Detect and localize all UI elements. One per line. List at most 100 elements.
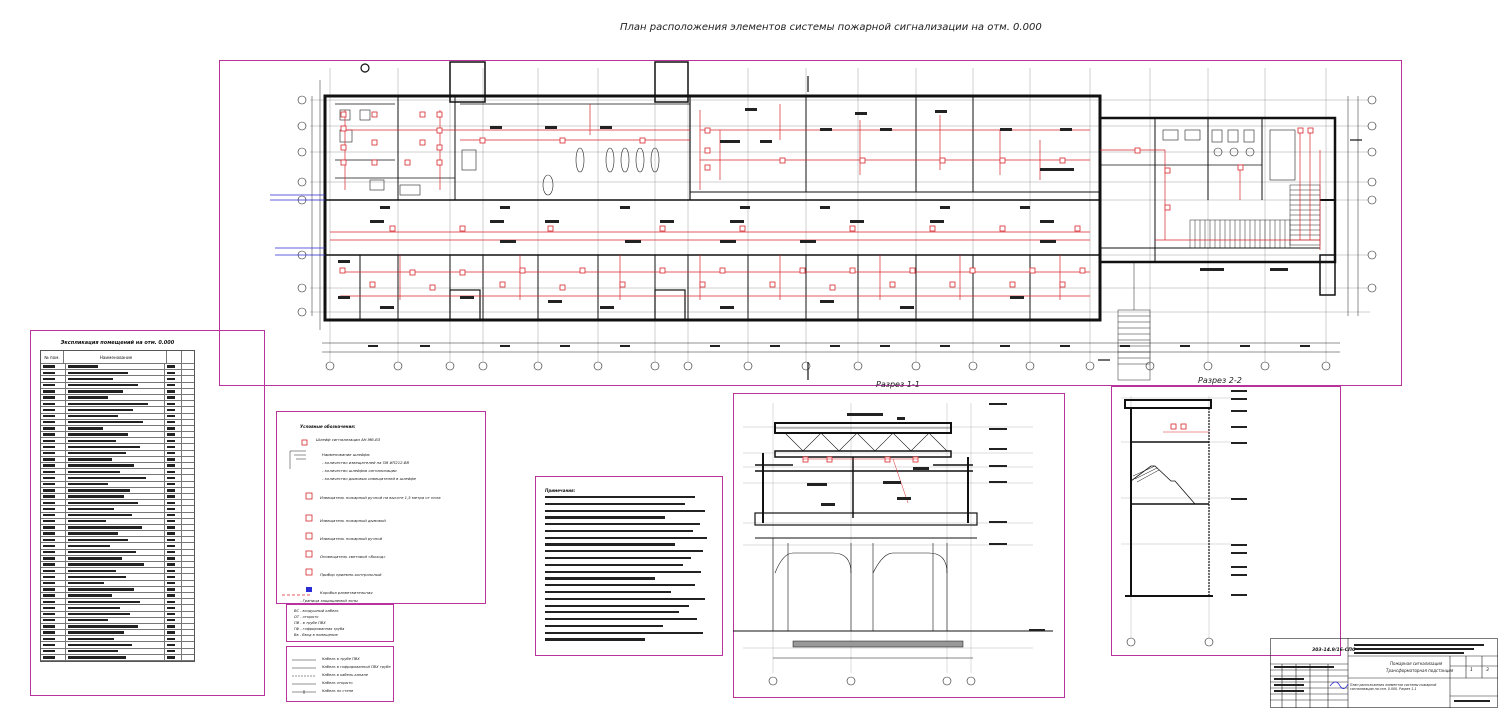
- explication-row: [41, 481, 194, 488]
- explication-row: [41, 376, 194, 383]
- note-line: [545, 502, 685, 505]
- note-line: [545, 516, 665, 519]
- note-line: [545, 618, 697, 621]
- line-legend-item: Кабель в гофрированной ПВХ трубе: [322, 665, 391, 669]
- grid-axes: [310, 68, 1370, 370]
- explication-row: [41, 636, 194, 643]
- explication-row: [41, 623, 194, 631]
- section-2-drawing: [1121, 390, 1247, 647]
- alarm-wiring: [330, 104, 1321, 300]
- explication-row: [41, 574, 194, 581]
- explication-row: [41, 407, 194, 414]
- note-line: [545, 509, 705, 512]
- explication-row: [41, 463, 194, 470]
- explication-row: [41, 512, 194, 519]
- note-line: [545, 570, 701, 573]
- stamp-sheet: 1: [1470, 668, 1473, 673]
- legend-item: Извещатель пожарный ручной на высоте 1,5…: [320, 495, 441, 500]
- explication-row: [41, 531, 194, 538]
- section-1-title: Разрез 1-1: [876, 380, 920, 389]
- external-cables: [270, 194, 325, 256]
- legend-item: Шлейф сигнализации АН-МВ-ВЗ: [316, 437, 381, 442]
- legend-symbols: [282, 439, 313, 596]
- legend-item: - количество извещателей на ПИ ИП212-ВВ: [322, 460, 410, 465]
- note-line: [545, 536, 707, 539]
- legend-item: Коробка разветвительная: [320, 590, 373, 595]
- building-walls: [323, 61, 1337, 322]
- explication-row: [41, 592, 194, 600]
- explication-row: [41, 493, 194, 501]
- explication-row: [41, 562, 194, 569]
- stamp-sheets: 3: [1486, 668, 1489, 673]
- explication-row: [41, 382, 194, 389]
- stamp-sheet-title: План расположения элементов системы пожа…: [1350, 683, 1437, 691]
- section-1-frame: [733, 393, 1065, 698]
- explication-row: [41, 364, 194, 371]
- explication-row: [41, 555, 194, 562]
- explication-row: [41, 419, 194, 426]
- note-line: [545, 584, 695, 587]
- notes-frame: [535, 476, 723, 656]
- legend-item: - количество дымовых извещателей в шлейф…: [322, 476, 416, 481]
- legend-sub-item: Вв - Ввод в помещение: [294, 633, 338, 637]
- line-legend-item: Кабель в трубе ПВХ: [322, 657, 360, 661]
- stamp-code: 303-14.9/16-СПС: [1312, 648, 1356, 653]
- explication-row: [41, 549, 194, 556]
- legend-item: Извещатель пожарный ручной: [320, 536, 383, 541]
- note-line: [545, 590, 671, 594]
- note-line: [545, 550, 703, 553]
- fixtures: [339, 109, 1296, 196]
- legend-sub-item: ВС - воздушный кабель: [294, 609, 339, 613]
- title-block: [1270, 638, 1498, 708]
- explication-row: [41, 599, 194, 606]
- axis-bubbles: [297, 95, 1377, 371]
- explication-row: [41, 524, 194, 532]
- section-2-frame: [1111, 386, 1341, 656]
- explication-row: [41, 500, 194, 507]
- legend-item: Оповещатель световой «Выход»: [320, 554, 386, 559]
- line-legend-item: Кабель по стене: [322, 689, 354, 693]
- explication-row: [41, 388, 194, 395]
- note-line: [545, 563, 683, 566]
- line-legend-frame: [286, 646, 394, 702]
- legend-item: Наименование шлейфа:: [322, 452, 371, 457]
- explication-row: [41, 537, 194, 544]
- note-line: [545, 523, 700, 526]
- section-1-drawing: [733, 403, 1053, 686]
- explication-row: [41, 617, 194, 624]
- explication-row: [41, 568, 194, 575]
- note-line: [545, 557, 691, 560]
- explication-col-num: № пом.: [41, 351, 64, 363]
- explication-row: [41, 394, 194, 402]
- labels-plan: [338, 108, 1310, 347]
- note-line: [545, 631, 703, 634]
- legend-sub-item: ПВ - в трубе ПВХ: [294, 621, 326, 625]
- explication-title: Экспликация помещений на отм. 0.000: [60, 340, 175, 346]
- note-line: [545, 529, 693, 533]
- note-line: [545, 577, 655, 580]
- explication-row: [41, 506, 194, 513]
- explication-row: [41, 630, 194, 637]
- note-line: [545, 543, 675, 546]
- explication-row: [41, 401, 194, 408]
- explication-row: [41, 475, 194, 482]
- explication-row: [41, 425, 194, 433]
- explication-rows: [41, 364, 194, 661]
- stamp-project: Пожарная сигнализация: [1390, 661, 1443, 666]
- explication-row: [41, 611, 194, 618]
- explication-row: [41, 518, 194, 525]
- legend-sub-item: ГФ - гофрированная труба: [294, 627, 345, 631]
- legend-item: Извещатель пожарный дымовой: [320, 518, 386, 523]
- explication-row: [41, 432, 194, 439]
- legend-frame: [276, 411, 486, 604]
- explication-row: [41, 580, 194, 587]
- legend-item: Прибор приемно-контрольный: [320, 572, 382, 577]
- note-line: [545, 597, 705, 600]
- explication-table: Экспликация помещений на отм. 0.000 № по…: [40, 340, 195, 662]
- explication-row: [41, 642, 194, 649]
- line-legend-item: Кабель открыто: [322, 681, 353, 685]
- explication-row: [41, 469, 194, 476]
- line-legend-item: Кабель в кабель-канале: [322, 673, 368, 677]
- explication-row: [41, 450, 194, 457]
- plan-frame: [219, 60, 1402, 386]
